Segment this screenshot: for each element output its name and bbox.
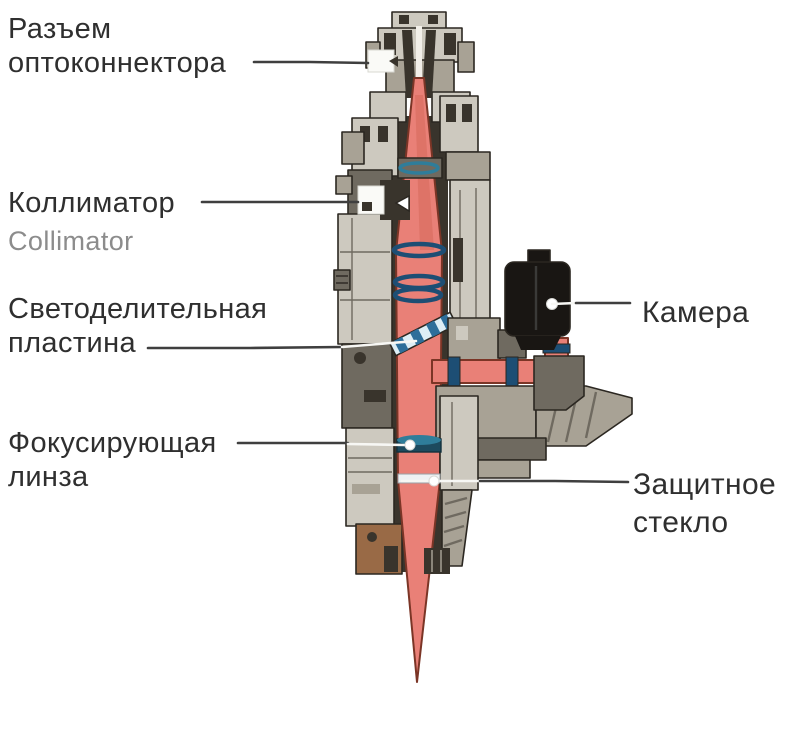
leader-focusing-lens [236, 439, 416, 451]
focusing-lens-element [396, 435, 442, 453]
elbow-fitting [533, 355, 585, 411]
protective-glass-element [397, 473, 441, 484]
label-focusing-lens-line1: Фокусирующая [8, 427, 217, 459]
body-right-column [439, 95, 491, 333]
camera-assembly [431, 249, 633, 479]
label-collimator: Коллиматор Collimator [8, 186, 175, 258]
optoconnector-pointer-box [367, 49, 398, 73]
label-beam-splitter-line1: Светоделительная [8, 293, 268, 325]
collimator-lens-rings [391, 241, 447, 304]
label-optoconnector: Разъем оптоконнектора [8, 12, 226, 80]
upper-lens-holder [397, 157, 443, 179]
label-camera-line1: Камера [642, 296, 750, 329]
label-focusing-lens: Фокусирующая линза [8, 426, 217, 494]
label-collimator-title: Коллиматор [8, 187, 176, 219]
leader-protective-glass [400, 475, 630, 487]
label-protective-glass-line1: Защитное [633, 468, 777, 501]
label-optoconnector-line1: Разъем [8, 13, 112, 45]
collimator-pointer-box [357, 180, 410, 220]
label-camera: Камера [642, 294, 749, 332]
label-collimator-subtitle: Collimator [8, 226, 134, 256]
label-beam-splitter: Светоделительная пластина [8, 292, 267, 360]
label-protective-glass-line2: стекло [633, 506, 729, 539]
label-protective-glass: Защитное стекло [633, 466, 776, 542]
label-beam-splitter-line2: пластина [8, 327, 137, 359]
label-focusing-lens-line2: линза [8, 461, 89, 493]
label-optoconnector-line2: оптоконнектора [8, 47, 227, 79]
leader-camera [550, 301, 632, 306]
laser-beam [395, 77, 443, 683]
leader-beam-splitter [146, 339, 418, 350]
leader-optoconnector [252, 60, 370, 65]
body-lower-right [424, 395, 479, 574]
camera-body [504, 249, 571, 350]
